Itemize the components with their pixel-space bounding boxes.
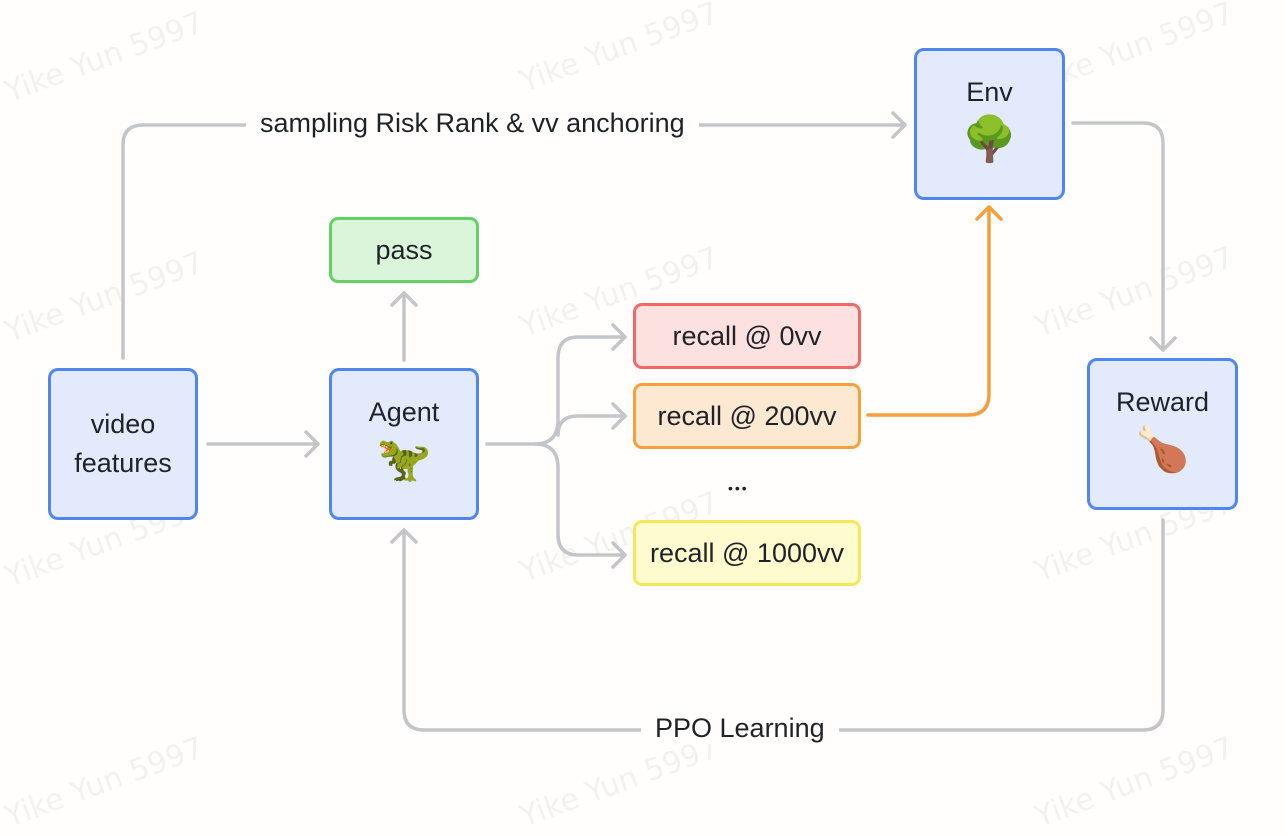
edges-layer [121,111,1177,732]
edge-brace-to-recall200 [556,414,627,437]
node-env[interactable]: Env 🌳 [914,48,1065,200]
arrowhead-agent-bottom [390,528,418,544]
arrowhead-reward [1149,336,1177,352]
arrowhead-recall1000 [611,541,627,569]
edge-agent-to-brace [485,335,627,446]
edge-label-ppo-learning: PPO Learning [641,713,839,744]
node-agent[interactable]: Agent 🦖 [329,368,479,520]
arrowhead-env-left [891,111,907,139]
node-env-label: Env [966,77,1013,107]
node-video-features[interactable]: video features [48,368,198,520]
node-reward-label: Reward [1115,387,1210,417]
node-pass[interactable]: pass [329,217,479,283]
node-video-features-line1: video [90,408,156,439]
arrowhead-agent-left [304,430,320,458]
arrowhead-env-bottom [975,205,1003,221]
ellipsis: ••• [728,480,749,496]
node-recall-1000[interactable]: recall @ 1000vv [633,520,861,586]
edge-recall200-to-env [866,205,991,417]
edge-env-to-reward [1071,121,1165,352]
poultry-leg-icon: 🍗 [1135,425,1190,475]
tree-icon: 🌳 [962,115,1017,165]
edge-label-sampling: sampling Risk Rank & vv anchoring [246,108,699,139]
node-agent-label: Agent [368,397,440,427]
t-rex-icon: 🦖 [376,435,432,485]
edge-video-to-env [121,123,907,360]
arrowhead-recall200 [611,402,627,430]
node-recall-0[interactable]: recall @ 0vv [633,303,861,369]
node-reward[interactable]: Reward 🍗 [1087,358,1238,510]
arrowhead-pass [390,291,418,307]
edge-brace-to-recall1000 [533,442,627,557]
arrowhead-recall0 [611,323,627,351]
node-video-features-line2: features [74,448,172,478]
node-recall-200[interactable]: recall @ 200vv [633,383,861,449]
